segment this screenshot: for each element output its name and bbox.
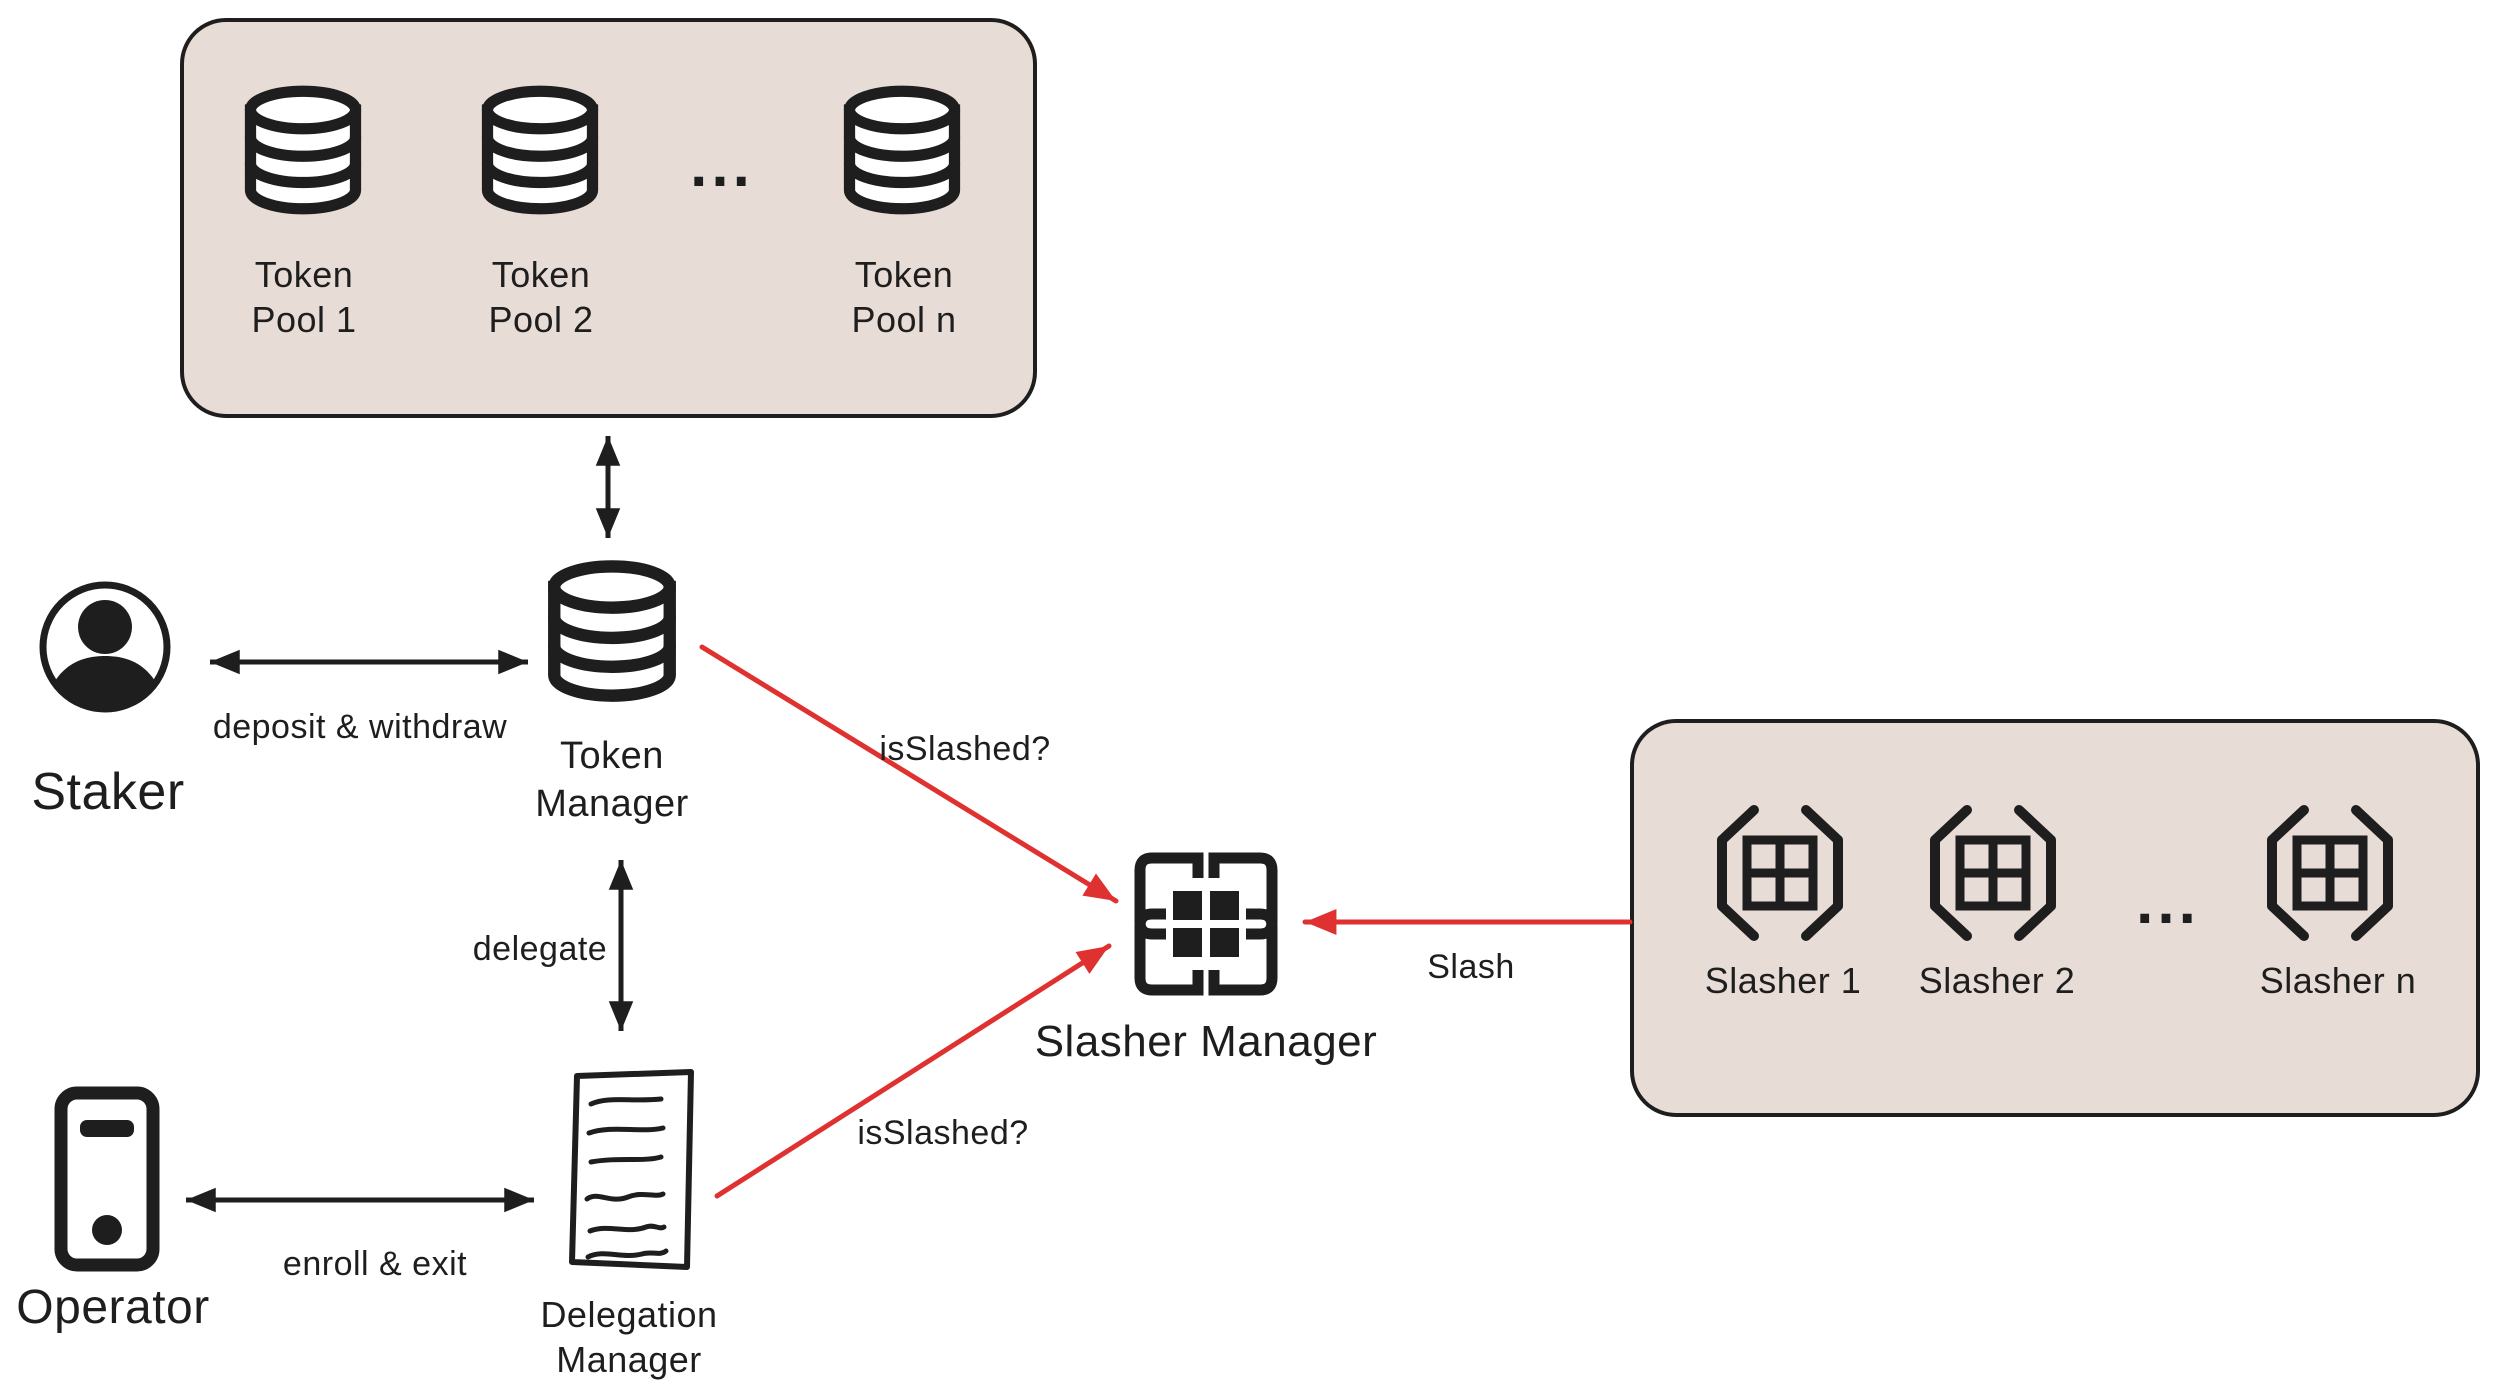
token-manager-database-icon [536, 554, 688, 708]
token-manager-label: Token Manager [535, 735, 689, 825]
isslashed-token-label: isSlashed? [879, 730, 1051, 768]
token-pool-2-label: Token Pool 2 [488, 254, 594, 340]
arrow-isslashed-from-token-manager [699, 644, 1119, 904]
slashers-panel [1630, 719, 2480, 1117]
operator-label: Operator [16, 1281, 210, 1334]
slasher-n-contract-icon [2250, 798, 2410, 948]
delegation-manager-document-icon [560, 1063, 705, 1278]
token-pool-n-database-icon [831, 80, 973, 220]
enroll-exit-label: enroll & exit [282, 1245, 468, 1283]
slasher-manager-label: Slasher Manager [1034, 1017, 1378, 1066]
slash-label: Slash [1427, 948, 1515, 986]
arrow-isslashed-from-delegation-manager [714, 943, 1112, 1199]
token-pools-ellipsis: ... [690, 131, 754, 200]
staker-label: Staker [31, 763, 185, 821]
delegate-label: delegate [472, 930, 608, 968]
delegation-manager-label: Delegation Manager [540, 1294, 718, 1380]
slasher-manager-icon [1126, 844, 1286, 1004]
isslashed-delegation-label: isSlashed? [857, 1114, 1029, 1152]
slashers-ellipsis: ... [2136, 868, 2200, 937]
staker-avatar-icon [35, 577, 175, 717]
operator-server-icon [52, 1084, 162, 1274]
token-pool-1-label: Token Pool 1 [251, 254, 357, 340]
slasher-2-contract-icon [1913, 798, 2073, 948]
slasher-n-label: Slasher n [2259, 960, 2417, 1001]
deposit-withdraw-label: deposit & withdraw [212, 708, 508, 746]
slasher-1-label: Slasher 1 [1704, 960, 1862, 1001]
token-pool-n-label: Token Pool n [851, 254, 957, 340]
slasher-2-label: Slasher 2 [1918, 960, 2076, 1001]
token-pools-panel [180, 18, 1037, 418]
token-pool-1-database-icon [232, 80, 374, 220]
token-pool-2-database-icon [469, 80, 611, 220]
slasher-1-contract-icon [1700, 798, 1860, 948]
